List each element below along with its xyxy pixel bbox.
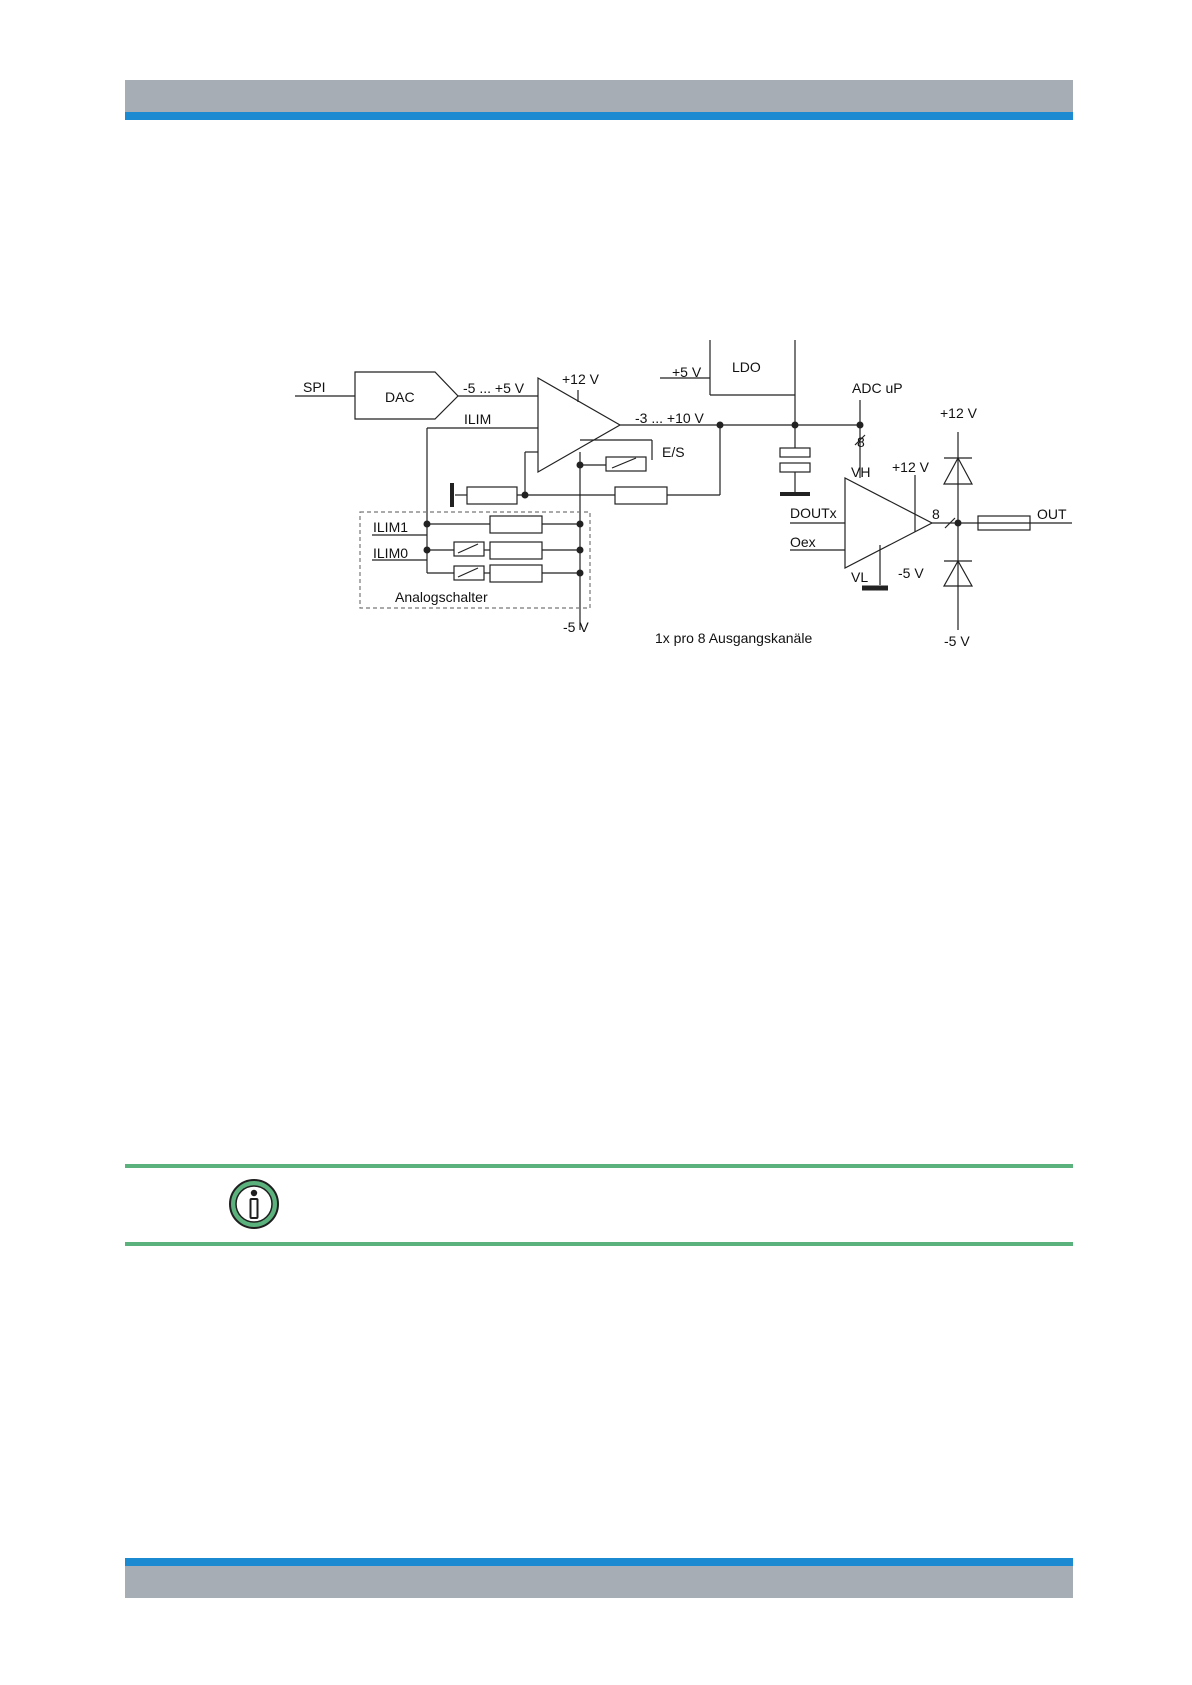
ilim-switch-1-contact xyxy=(458,544,478,553)
cap-plate-top xyxy=(780,448,810,457)
label-neg5: -5 V xyxy=(563,619,589,635)
info-icon xyxy=(228,1178,280,1230)
label-drv-neg: -5 V xyxy=(898,565,924,581)
driver-symbol xyxy=(845,478,932,568)
label-clamp-pos: +12 V xyxy=(940,405,978,421)
junction-dot xyxy=(955,520,962,527)
ilim-resistor-1 xyxy=(490,516,542,533)
ground-resistor xyxy=(467,487,517,504)
label-bus-out: 8 xyxy=(932,506,940,522)
label-amp-supply: +12 V xyxy=(562,371,600,387)
label-spi: SPI xyxy=(303,379,326,395)
footer-bar xyxy=(125,1558,1073,1598)
label-vh: VH xyxy=(851,464,870,480)
label-dac: DAC xyxy=(385,389,415,405)
junction-dots xyxy=(424,422,962,577)
junction-dot xyxy=(424,521,431,528)
junction-dot xyxy=(792,422,799,429)
label-es: E/S xyxy=(662,444,685,460)
label-adc: ADC uP xyxy=(852,380,903,396)
label-vl: VL xyxy=(851,569,868,585)
junction-dot xyxy=(577,547,584,554)
label-ldo-in: +5 V xyxy=(672,364,702,380)
junction-dot xyxy=(857,422,864,429)
label-ldo: LDO xyxy=(732,359,761,375)
label-dac-out: -5 ... +5 V xyxy=(463,380,525,396)
label-out: OUT xyxy=(1037,506,1067,522)
junction-dot xyxy=(717,422,724,429)
label-doutx: DOUTx xyxy=(790,505,837,521)
opamp-symbol xyxy=(538,378,620,472)
label-bus-adc: 8 xyxy=(857,434,865,450)
ilim-resistor-2 xyxy=(490,542,542,559)
junction-dot xyxy=(577,570,584,577)
label-clamp-neg: -5 V xyxy=(944,633,970,649)
junction-dot xyxy=(577,462,584,469)
cap-plate-bottom xyxy=(780,463,810,472)
label-drv-supply: +12 V xyxy=(892,459,930,475)
diagram-caption: 1x pro 8 Ausgangskanäle xyxy=(655,630,812,646)
label-oex: Oex xyxy=(790,534,816,550)
ilim-switch-1 xyxy=(454,542,484,556)
label-amp-out: -3 ... +10 V xyxy=(635,410,705,426)
junction-dot xyxy=(577,521,584,528)
label-ilim1: ILIM1 xyxy=(373,519,408,535)
junction-dot xyxy=(522,492,529,499)
feedback-resistor xyxy=(615,487,667,504)
es-switch-contact xyxy=(612,458,636,468)
ilim-resistor-3 xyxy=(490,565,542,582)
footer-stripe xyxy=(125,1558,1073,1566)
info-note xyxy=(125,1164,1073,1246)
junction-dot xyxy=(424,547,431,554)
label-ilim0: ILIM0 xyxy=(373,545,408,561)
es-switch xyxy=(606,457,646,471)
ilim-switch-2-contact xyxy=(458,568,478,577)
label-analog-switch: Analogschalter xyxy=(395,589,488,605)
label-ilim: ILIM xyxy=(464,411,491,427)
ilim-switch-2 xyxy=(454,566,484,580)
